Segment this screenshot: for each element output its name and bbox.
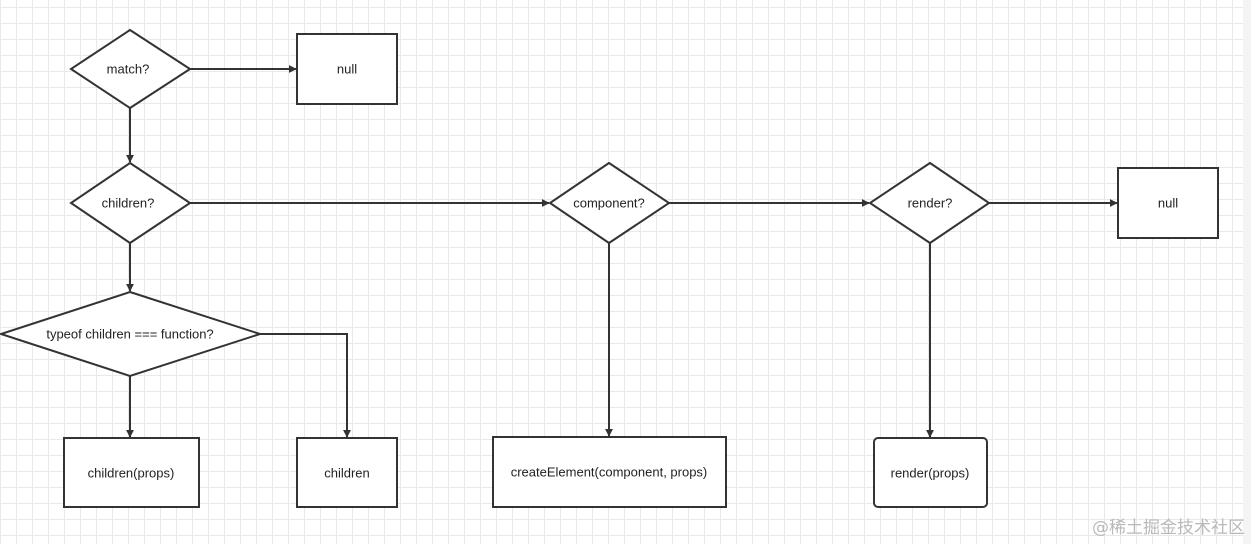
label-children-props: children(props) <box>88 466 175 481</box>
label-typeof-check: typeof children === function? <box>46 327 213 342</box>
label-render-check: render? <box>908 196 953 211</box>
decision-component <box>548 161 671 245</box>
decision-children <box>69 161 192 245</box>
box-create-element <box>492 436 727 508</box>
label-match: match? <box>107 62 150 77</box>
label-component-check: component? <box>573 196 645 211</box>
label-null-top: null <box>337 62 357 77</box>
box-null-right <box>1117 167 1219 239</box>
label-render-props: render(props) <box>891 466 970 481</box>
box-null-top <box>296 33 398 105</box>
right-scroll-strip <box>1243 0 1251 544</box>
decision-match <box>69 28 192 110</box>
box-render-props <box>873 437 988 508</box>
edge-typeof-to-children <box>260 333 351 438</box>
label-children: children <box>324 466 370 481</box>
watermark: @稀土掘金技术社区 <box>1092 518 1245 538</box>
box-children-props <box>63 437 200 508</box>
decision-typeof <box>0 290 264 378</box>
label-children-check: children? <box>102 196 155 211</box>
decision-render <box>868 161 991 245</box>
box-children <box>296 437 398 508</box>
label-null-right: null <box>1158 196 1178 211</box>
label-create-element: createElement(component, props) <box>511 465 708 480</box>
